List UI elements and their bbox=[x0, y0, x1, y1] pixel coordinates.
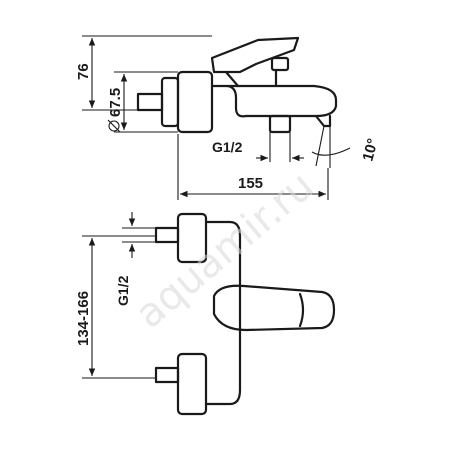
front-upper-nut bbox=[176, 212, 208, 264]
front-lower-nut bbox=[176, 352, 208, 416]
side-nut bbox=[176, 70, 214, 134]
angle-arc bbox=[311, 147, 351, 156]
side-connector bbox=[136, 92, 164, 112]
front-lower-connector bbox=[154, 366, 180, 384]
dim-g-front-label: G1/2 bbox=[115, 275, 131, 306]
side-spout-tip bbox=[314, 114, 332, 128]
side-lever bbox=[210, 36, 300, 74]
dim-76-label: 76 bbox=[75, 63, 92, 80]
dim-dia-group: 67.5 bbox=[107, 88, 124, 133]
dim-g-side-label: G1/2 bbox=[212, 139, 243, 155]
front-lever bbox=[212, 284, 336, 332]
diameter-slash-icon bbox=[107, 119, 121, 133]
watermark: aquamir.ru bbox=[127, 163, 323, 338]
front-upper-connector bbox=[154, 226, 180, 244]
side-escutcheon bbox=[160, 76, 180, 128]
dim-angle-label: 10° bbox=[359, 137, 381, 163]
front-body bbox=[204, 220, 242, 406]
front-view: 134-166 G1/2 bbox=[75, 212, 336, 416]
dim-centers-label: 134-166 bbox=[75, 291, 92, 346]
dim-dia-label: 67.5 bbox=[107, 88, 124, 117]
side-lever-base bbox=[224, 70, 240, 88]
side-view: 76 67.5 G1/2 10° 155 bbox=[75, 35, 382, 200]
side-shower-outlet bbox=[268, 114, 292, 134]
dim-155-label: 155 bbox=[238, 175, 263, 192]
diameter-symbol-icon bbox=[108, 120, 120, 132]
front-lever-detail bbox=[298, 292, 305, 328]
side-body bbox=[210, 84, 338, 118]
angle-slanted-line bbox=[315, 125, 325, 167]
side-diverter-knob bbox=[270, 56, 290, 72]
